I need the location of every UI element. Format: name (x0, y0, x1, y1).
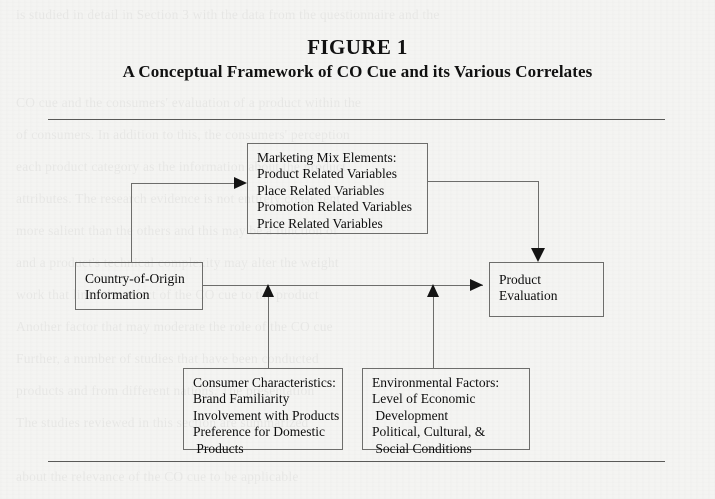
arrowhead-up-icon (427, 284, 439, 297)
connector-coo-to-product-spine (203, 285, 483, 286)
node-country-of-origin-information: Country-of-Origin Information (75, 262, 203, 310)
figure-top-rule (48, 119, 665, 120)
figure-caption: A Conceptual Framework of CO Cue and its… (122, 62, 593, 81)
node-product-evaluation: Product Evaluation (489, 262, 604, 317)
node-marketing-mix-elements: Marketing Mix Elements: Product Related … (247, 143, 428, 234)
connector-coo-to-marketing-horizontal (131, 183, 242, 184)
connector-coo-to-marketing-vertical (131, 183, 132, 262)
arrowhead-right-icon (234, 177, 247, 189)
figure-number: FIGURE 1 (307, 35, 408, 59)
connector-marketing-to-product-vertical (538, 181, 539, 255)
connector-consumer-to-spine (268, 290, 269, 368)
node-environmental-factors: Environmental Factors: Level of Economic… (362, 368, 530, 456)
arrowhead-up-icon (262, 284, 274, 297)
figure-bottom-rule (48, 461, 665, 462)
node-consumer-characteristics: Consumer Characteristics: Brand Familiar… (183, 368, 343, 456)
arrowhead-down-icon (531, 248, 545, 262)
connector-marketing-to-product-horizontal (428, 181, 538, 182)
connector-environmental-to-spine (433, 290, 434, 368)
arrowhead-right-icon (470, 279, 483, 291)
